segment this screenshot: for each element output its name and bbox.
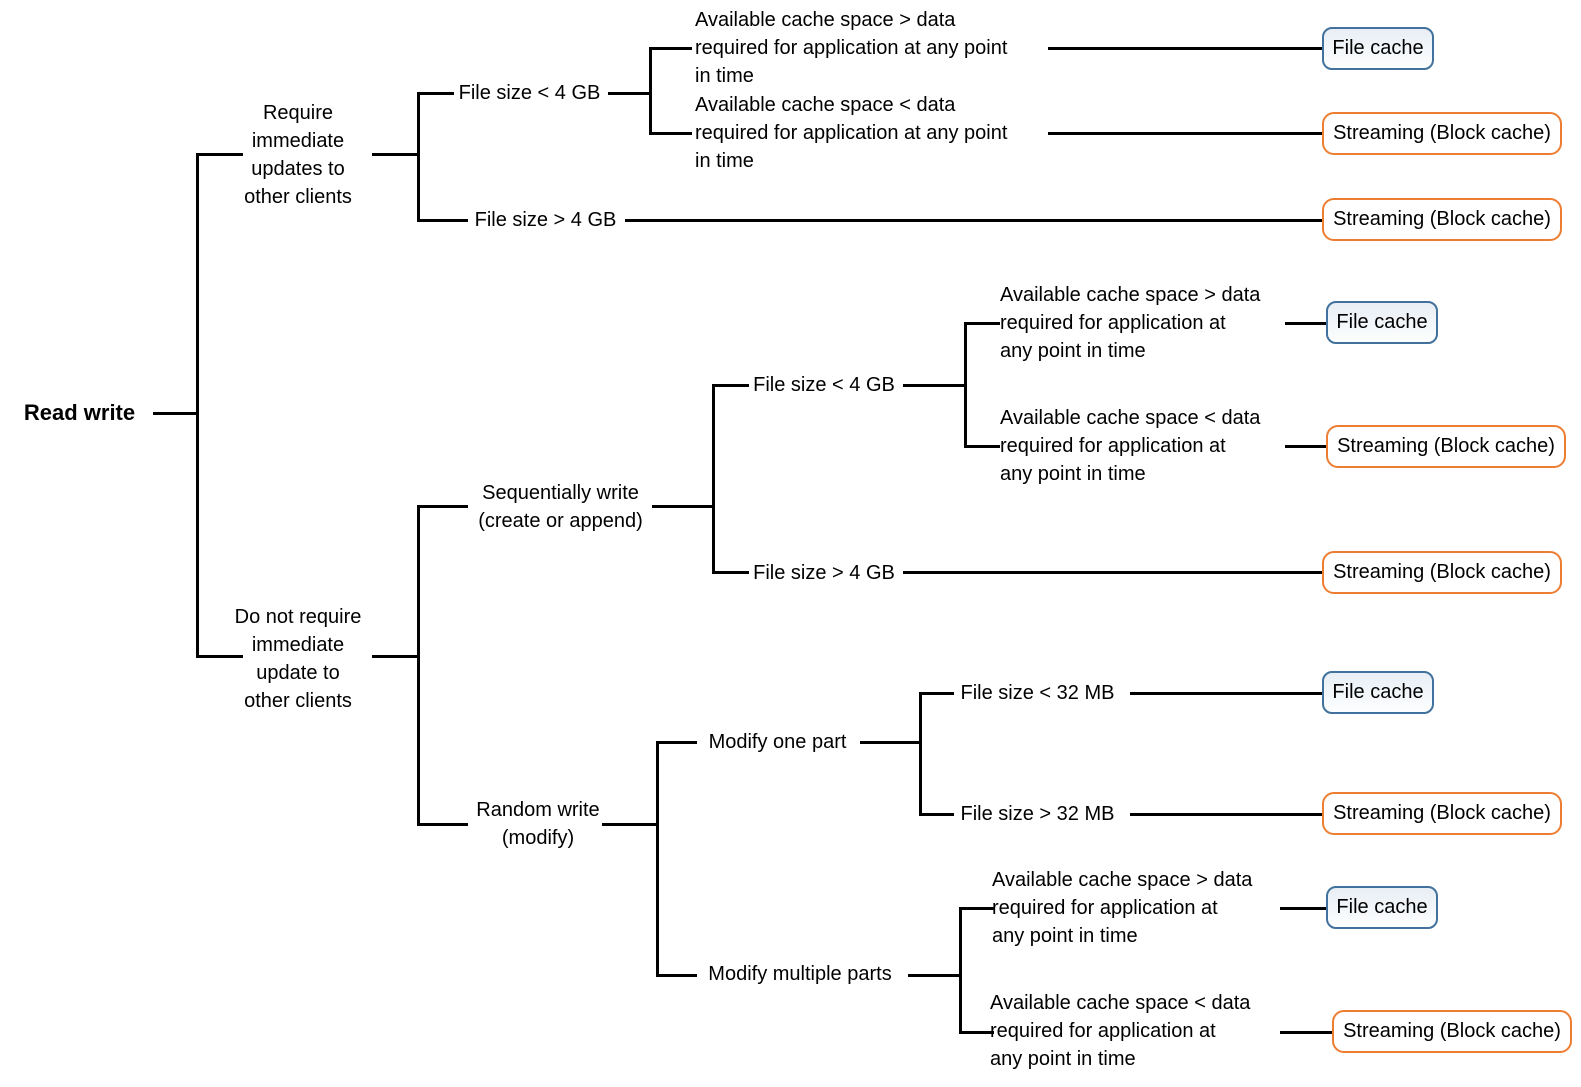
outcome-streaming-block-cache-box: Streaming (Block cache) xyxy=(1332,1010,1572,1053)
outcome-streaming-block-cache-box: Streaming (Block cache) xyxy=(1322,112,1562,155)
connector-line xyxy=(608,92,650,95)
connector-line xyxy=(196,153,199,658)
connector-line xyxy=(602,823,657,826)
node-sequentially-write: Sequentially write(create or append) xyxy=(478,482,643,532)
connector-line xyxy=(908,974,960,977)
connector-line xyxy=(860,741,920,744)
node-file-size-lt-32mb: File size < 32 MB xyxy=(960,682,1115,704)
node-file-size-lt-4gb: File size < 4 GB xyxy=(458,82,601,104)
connector-line xyxy=(652,505,713,508)
connector-line xyxy=(1130,813,1322,816)
connector-line xyxy=(903,384,965,387)
connector-line xyxy=(960,1031,994,1034)
connector-line xyxy=(657,741,697,744)
outcome-streaming-block-cache-box: Streaming (Block cache) xyxy=(1326,425,1566,468)
connector-line xyxy=(418,92,454,95)
connector-line xyxy=(625,219,1322,222)
connector-line xyxy=(919,692,922,816)
outcome-streaming-block-cache-box: Streaming (Block cache) xyxy=(1322,198,1562,241)
connector-line xyxy=(372,153,418,156)
connector-line xyxy=(960,907,994,910)
connector-line xyxy=(903,571,1322,574)
connector-line xyxy=(418,505,468,508)
node-modify-multiple-parts: Modify multiple parts xyxy=(708,963,892,985)
connector-line xyxy=(1280,1031,1332,1034)
connector-line xyxy=(649,47,652,135)
connector-line xyxy=(965,322,1000,325)
root-node: Read write xyxy=(23,400,136,425)
connector-line xyxy=(372,655,418,658)
connector-line xyxy=(1048,132,1322,135)
connector-line xyxy=(656,741,659,977)
node-file-size-gt-4gb: File size > 4 GB xyxy=(753,562,895,584)
node-modify-one-part: Modify one part xyxy=(708,731,847,753)
connector-line xyxy=(153,412,197,415)
connector-line xyxy=(417,92,420,222)
connector-line xyxy=(920,813,954,816)
outcome-file-cache-box: File cache xyxy=(1326,301,1438,344)
connector-line xyxy=(1130,692,1322,695)
connector-line xyxy=(713,571,749,574)
connector-line xyxy=(417,505,420,826)
outcome-streaming-block-cache-box: Streaming (Block cache) xyxy=(1322,551,1562,594)
connector-line xyxy=(1048,47,1322,50)
connector-line xyxy=(712,384,715,574)
connector-line xyxy=(650,132,692,135)
connector-line xyxy=(713,384,749,387)
connector-line xyxy=(197,655,243,658)
connector-line xyxy=(1280,907,1326,910)
connector-line xyxy=(418,823,468,826)
outcome-file-cache-box: File cache xyxy=(1326,886,1438,929)
node-file-size-gt-4gb: File size > 4 GB xyxy=(474,209,617,231)
connector-line xyxy=(418,219,468,222)
connector-line xyxy=(965,445,1000,448)
connector-line xyxy=(197,153,243,156)
node-file-size-lt-4gb: File size < 4 GB xyxy=(753,374,895,396)
connector-line xyxy=(1285,445,1326,448)
connector-line xyxy=(964,322,967,448)
connector-line xyxy=(920,692,954,695)
connector-line xyxy=(1285,322,1326,325)
connector-line xyxy=(657,974,697,977)
connector-line xyxy=(959,907,962,1034)
connector-line xyxy=(650,47,692,50)
outcome-file-cache-box: File cache xyxy=(1322,671,1434,714)
node-random-write: Random write(modify) xyxy=(476,799,600,849)
outcome-file-cache-box: File cache xyxy=(1322,27,1434,70)
node-file-size-gt-32mb: File size > 32 MB xyxy=(960,803,1115,825)
outcome-streaming-block-cache-box: Streaming (Block cache) xyxy=(1322,792,1562,835)
